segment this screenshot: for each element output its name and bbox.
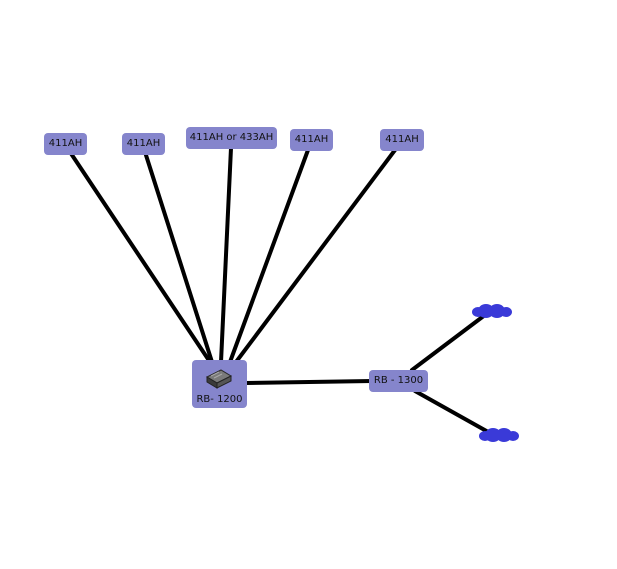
link-main-router-secondary-router xyxy=(244,379,374,385)
link-ap4-main-router xyxy=(228,148,310,364)
router-icon xyxy=(205,369,233,389)
link-secondary-router-cloud-bottom xyxy=(413,389,492,435)
node-ap1[interactable]: 411AH xyxy=(44,133,87,155)
cloud-icon[interactable] xyxy=(477,426,521,446)
main-router-label: RB- 1200 xyxy=(196,394,243,405)
link-ap2-main-router xyxy=(143,150,214,364)
cloud-icon[interactable] xyxy=(470,302,514,322)
node-main-router[interactable]: RB- 1200 xyxy=(192,360,247,408)
node-secondary-router[interactable]: RB - 1300 xyxy=(369,370,428,392)
link-ap5-main-router xyxy=(234,148,397,364)
node-ap2[interactable]: 411AH xyxy=(122,133,165,155)
node-ap4[interactable]: 411AH xyxy=(290,129,333,151)
link-ap1-main-router xyxy=(68,150,212,364)
node-ap5[interactable]: 411AH xyxy=(380,129,424,151)
link-secondary-router-cloud-top xyxy=(410,313,487,372)
link-ap3-main-router xyxy=(219,146,233,364)
node-ap3[interactable]: 411AH or 433AH xyxy=(186,127,277,149)
